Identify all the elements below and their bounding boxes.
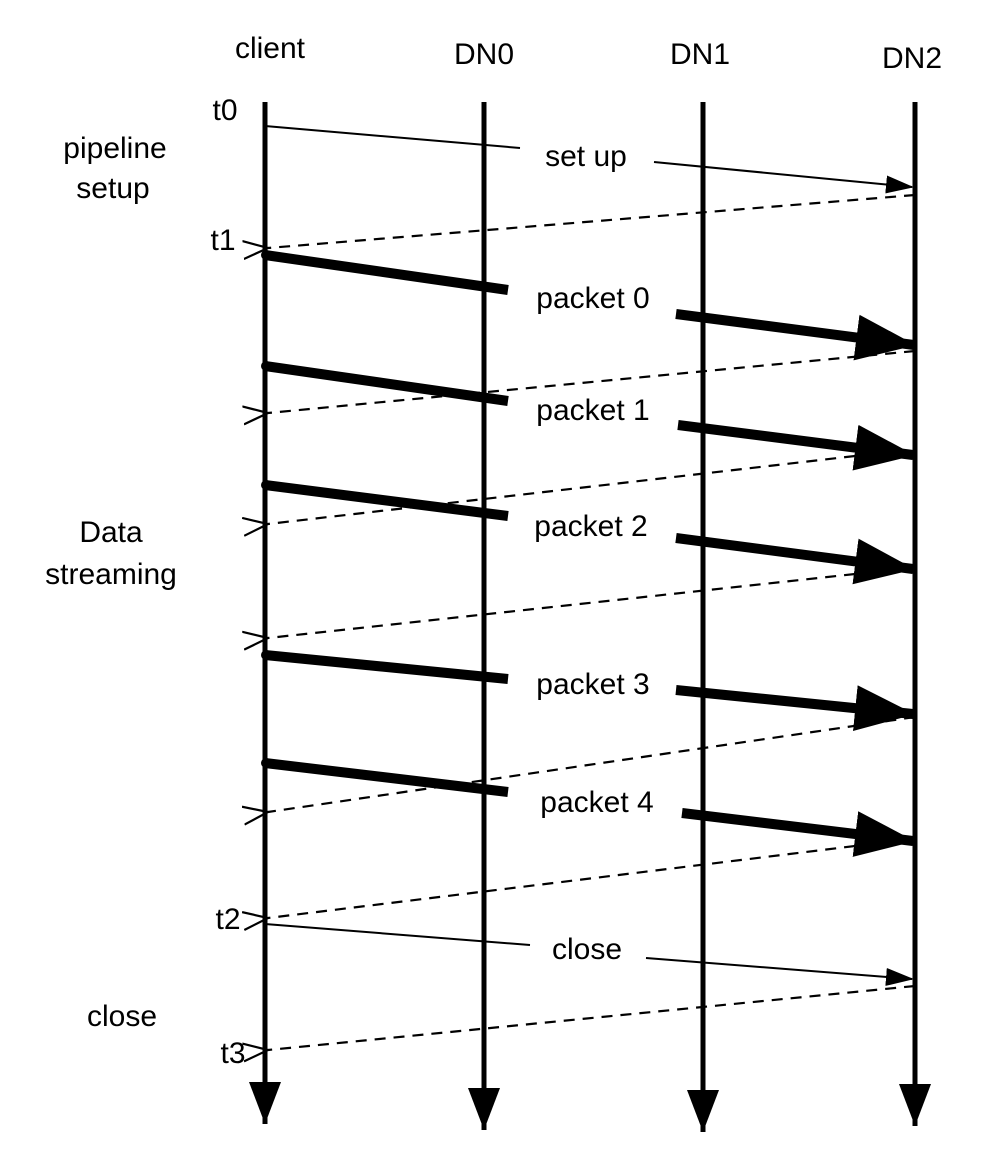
phase-pipeline-setup-line2: setup	[76, 172, 149, 205]
time-label-t1: t1	[210, 224, 235, 257]
participant-dn2-label: DN2	[882, 42, 942, 75]
packet-4-label: packet 4	[540, 786, 653, 819]
participant-client-label: client	[235, 32, 306, 65]
client-lifeline-arrow	[249, 1082, 281, 1124]
close-message-label: close	[552, 933, 622, 966]
packet-3-start-dot	[261, 650, 271, 660]
packet-3-arrow-segment-2	[675, 685, 915, 732]
phase-close-label: close	[87, 1000, 157, 1033]
time-label-t3: t3	[220, 1037, 245, 1070]
packet-4-start-dot	[261, 758, 271, 768]
phase-labels: pipeline setup Data streaming close	[45, 132, 177, 1033]
packet-1-arrow-segment-1	[264, 361, 509, 406]
packet-2-start-dot	[261, 480, 271, 490]
ack-packet-2-arrow	[268, 572, 856, 638]
packet-0-arrow-segment-1	[264, 250, 509, 295]
packet-4-arrow-segment-1	[264, 758, 509, 797]
phase-data-streaming-line2: streaming	[45, 558, 177, 591]
dn0-lifeline-arrow	[468, 1088, 500, 1130]
packet-3-label: packet 3	[536, 668, 649, 701]
packet-start-dots	[261, 250, 271, 768]
packet-2-arrow-segment-2	[675, 533, 915, 585]
dn2-lifeline-arrow	[899, 1084, 931, 1126]
packet-0-arrow-segment-2	[675, 309, 916, 361]
time-label-t0: t0	[212, 94, 237, 127]
time-label-t2: t2	[215, 903, 240, 936]
close-arrow-segment-1	[264, 923, 531, 946]
ack-packet-0-arrow	[268, 349, 916, 413]
participant-dn1-label: DN1	[670, 38, 730, 71]
setup-label: set up	[545, 140, 627, 173]
packet-2-label: packet 2	[534, 510, 647, 543]
setup-arrow-segment-2	[653, 161, 914, 194]
time-labels: t0 t1 t2 t3	[210, 94, 245, 1070]
packet-1-arrow-segment-2	[677, 420, 915, 471]
ack-close-arrow	[268, 984, 916, 1050]
ack-packet-3-arrow	[268, 715, 916, 812]
packet-0-start-dot	[261, 250, 271, 260]
packet-2-arrow-segment-1	[264, 480, 509, 521]
close-arrow-segment-2	[645, 957, 914, 986]
packet-1-start-dot	[261, 361, 271, 371]
packet-0-label: packet 0	[536, 282, 649, 315]
participant-headers: client DN0 DN1 DN2	[235, 32, 942, 75]
lifelines	[249, 102, 931, 1132]
packet-4-arrow-segment-2	[681, 808, 915, 857]
forward-messages: set up packet 0 packet 1 packet 2 packet…	[264, 125, 916, 986]
phase-data-streaming-line1: Data	[79, 516, 143, 549]
setup-arrow-segment-1	[264, 125, 521, 149]
ack-packet-4-arrow	[268, 844, 856, 918]
phase-pipeline-setup-line1: pipeline	[63, 132, 166, 165]
ack-packet-1-arrow	[268, 454, 856, 524]
packet-1-label: packet 1	[536, 394, 649, 427]
dn1-lifeline-arrow	[687, 1090, 719, 1132]
participant-dn0-label: DN0	[454, 38, 514, 71]
ack-setup-arrow	[268, 193, 916, 248]
ack-messages	[268, 193, 916, 1050]
packet-3-arrow-segment-1	[264, 650, 509, 684]
